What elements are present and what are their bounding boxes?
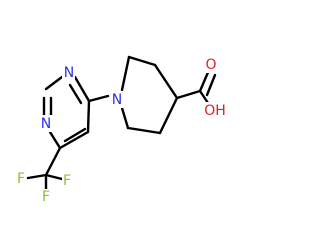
- atom-label-f-1: F: [17, 171, 25, 187]
- bond-c4p-cacid: [175, 89, 202, 100]
- bond-cacid-o-double: [205, 73, 217, 97]
- bond-c4-npip: [87, 94, 110, 103]
- bond-cf3-f2: [44, 173, 64, 181]
- atom-n-pyrimidine-bottom: N: [40, 115, 53, 132]
- trifluoromethyl-group: [26, 146, 64, 191]
- atom-label-n-pyrimidine-bottom: N: [41, 116, 51, 132]
- atom-label-f-3: F: [42, 189, 50, 205]
- atom-o-carbonyl: O: [204, 56, 217, 73]
- bond-n3-c2: [44, 75, 64, 91]
- atom-label-n-piperidine: N: [112, 92, 122, 108]
- bond-cf3-f1: [26, 173, 48, 180]
- atom-f-2: F: [62, 173, 73, 189]
- bond-c3p-c4p: [153, 63, 179, 100]
- bond-c6-cf3: [44, 146, 62, 177]
- atom-f-1: F: [15, 171, 26, 187]
- structure-diagram: N N N O OH F F F: [15, 55, 227, 205]
- bond-n1-c6: [48, 130, 62, 150]
- bond-cacid-o: [198, 68, 211, 93]
- bond-c5-c4: [86, 99, 91, 134]
- bond-c2p-c3p: [127, 55, 157, 67]
- bond-c5p-c6p: [126, 126, 162, 135]
- structure-canvas: N N N O OH F F F: [15, 55, 227, 205]
- bond-c6-c5: [58, 130, 90, 150]
- atom-label-n-pyrimidine-top: N: [64, 65, 74, 81]
- atom-f-3: F: [41, 189, 52, 205]
- bond-npip-c2p: [120, 55, 131, 92]
- piperidine-ring: [120, 55, 179, 135]
- bond-c6p-npip: [120, 106, 130, 130]
- atom-label-oh-hydroxyl: OH: [204, 103, 226, 119]
- atom-oh-hydroxyl: OH: [203, 102, 227, 119]
- bond-c4-n3: [73, 75, 91, 103]
- carboxylic-acid-group: [175, 68, 217, 108]
- atom-n-piperidine: N: [110, 91, 123, 108]
- bond-c6-c5-double: [63, 127, 87, 143]
- atom-labels: N N N O OH F F F: [15, 56, 227, 205]
- atom-label-o-carbonyl: O: [205, 57, 216, 73]
- atom-n-pyrimidine-top: N: [62, 64, 75, 81]
- bond-c4-n3-double: [68, 83, 83, 105]
- pyrimidine-ring: [42, 75, 91, 150]
- atom-label-f-2: F: [63, 173, 71, 189]
- bond-c4p-c5p: [158, 96, 179, 135]
